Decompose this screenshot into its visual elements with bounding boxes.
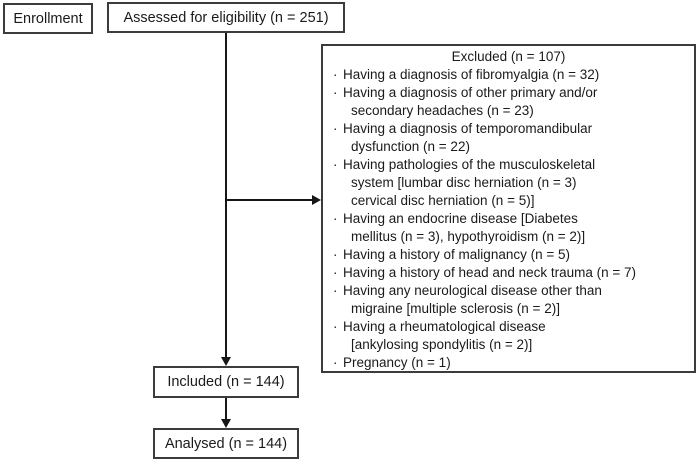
bullet-icon: · [333, 121, 338, 136]
excluded-reason-continuation: migraine [multiple sclerosis (n = 2)] [351, 301, 560, 316]
bullet-icon: · [333, 85, 338, 100]
excluded-box: Excluded (n = 107) · Having a diagnosis o… [321, 44, 696, 373]
bullet-icon: · [333, 283, 338, 298]
connector-branch-to-excluded [226, 199, 313, 201]
excluded-reasons-list: · Having a diagnosis of fibromyalgia (n =… [323, 66, 694, 372]
arrowhead-into-included-icon [221, 357, 231, 366]
excluded-reason-item: · Having a diagnosis of other primary and… [323, 84, 694, 120]
excluded-reason-item: · Having pathologies of the musculoskelet… [323, 156, 694, 210]
excluded-reason-line: Having a rheumatological disease [343, 319, 546, 334]
excluded-reason-item: · Having any neurological disease other t… [323, 282, 694, 318]
connector-included-to-analysed [225, 398, 227, 421]
included-box: Included (n = 144) [153, 366, 299, 398]
excluded-reason-continuation: [ankylosing spondylitis (n = 2)] [351, 337, 533, 352]
excluded-reason-line: Having a diagnosis of temporomandibular [343, 121, 593, 136]
excluded-reason-item: · Having an endocrine disease [Diabetes me… [323, 210, 694, 246]
arrowhead-into-excluded-icon [312, 195, 321, 205]
arrowhead-into-analysed-icon [221, 419, 231, 428]
bullet-icon: · [333, 157, 338, 172]
excluded-reason-continuation: secondary headaches (n = 23) [351, 103, 534, 118]
excluded-reason-line: Having a diagnosis of other primary and/… [343, 85, 598, 100]
excluded-reason-line: Having a history of malignancy (n = 5) [343, 247, 570, 262]
excluded-reason-item: · Having a diagnosis of fibromyalgia (n =… [323, 66, 694, 84]
bullet-icon: · [333, 211, 338, 226]
assessed-for-eligibility-label: Assessed for eligibility (n = 251) [123, 9, 329, 26]
enrollment-stage-box: Enrollment [3, 3, 93, 34]
analysed-box: Analysed (n = 144) [153, 428, 299, 459]
excluded-reason-item: · Having a history of head and neck traum… [323, 264, 694, 282]
excluded-reason-continuation: mellitus (n = 3), hypothyroidism (n = 2)… [351, 229, 586, 244]
excluded-reason-continuation: system [lumbar disc herniation (n = 3) [351, 175, 577, 190]
bullet-icon: · [333, 319, 338, 334]
bullet-icon: · [333, 67, 338, 82]
excluded-reason-line: Pregnancy (n = 1) [343, 355, 451, 370]
bullet-icon: · [333, 355, 338, 370]
excluded-reason-continuation: cervical disc herniation (n = 5)] [351, 193, 535, 208]
enrollment-stage-label: Enrollment [13, 10, 83, 27]
excluded-reason-line: Having an endocrine disease [Diabetes [343, 211, 578, 226]
excluded-reason-item: · Having a diagnosis of temporomandibular… [323, 120, 694, 156]
excluded-reason-continuation: dysfunction (n = 22) [351, 139, 470, 154]
analysed-label: Analysed (n = 144) [164, 435, 288, 452]
connector-assessed-to-included [225, 33, 227, 359]
excluded-reason-line: Having a diagnosis of fibromyalgia (n = … [343, 67, 600, 82]
included-label: Included (n = 144) [167, 374, 285, 390]
excluded-title: Excluded (n = 107) [451, 49, 566, 64]
excluded-reason-item: · Having a rheumatological disease [ankylo… [323, 318, 694, 354]
excluded-reason-item: · Pregnancy (n = 1) [323, 354, 694, 372]
excluded-reason-line: Having any neurological disease other th… [343, 283, 602, 298]
bullet-icon: · [333, 247, 338, 262]
excluded-reason-item: · Having a history of malignancy (n = 5) [323, 246, 694, 264]
bullet-icon: · [333, 265, 338, 280]
excluded-reason-line: Having pathologies of the musculoskeleta… [343, 157, 596, 172]
excluded-reason-line: Having a history of head and neck trauma… [343, 265, 637, 280]
assessed-for-eligibility-box: Assessed for eligibility (n = 251) [107, 2, 345, 33]
